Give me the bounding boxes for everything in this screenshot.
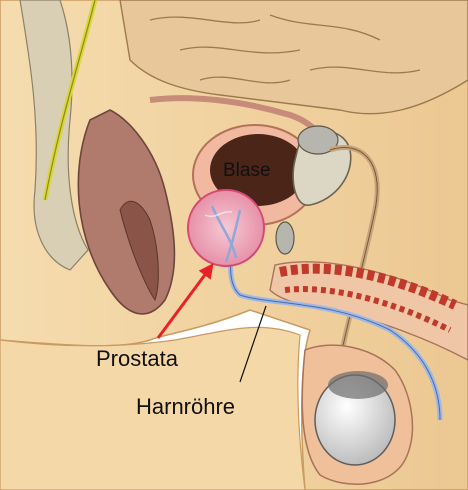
prostate-label: Prostata	[96, 346, 179, 371]
bladder-label: Blase	[223, 160, 271, 181]
prostate-highlight	[188, 190, 264, 266]
urethra-label: Harnröhre	[136, 394, 235, 419]
